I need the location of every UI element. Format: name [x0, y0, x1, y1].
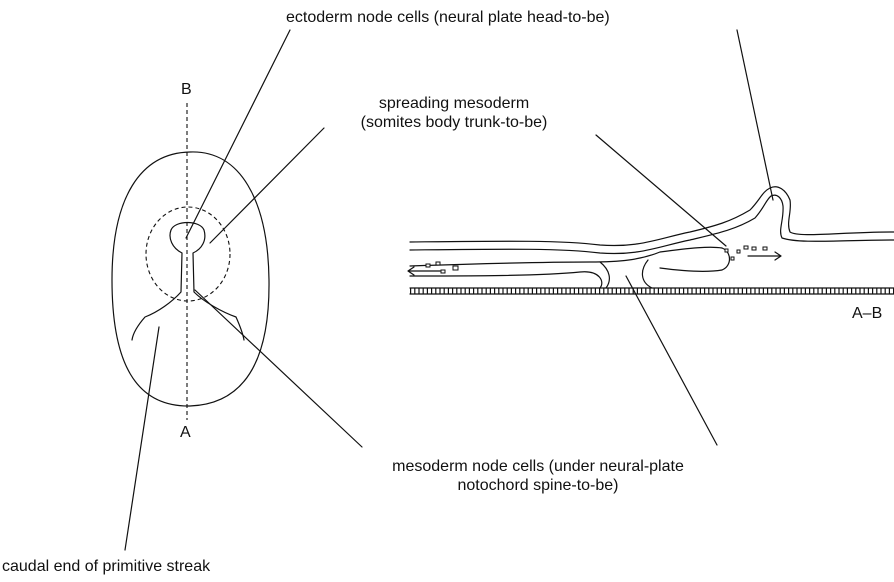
cross-section — [408, 187, 894, 294]
leader-mesoderm-left — [195, 290, 362, 447]
leader-mesoderm-right — [626, 276, 717, 445]
arrow-right — [748, 252, 781, 260]
migrating-cells-left — [408, 262, 458, 275]
label-axis-b: B — [181, 80, 192, 99]
label-mesoderm-line1: mesoderm node cells (under neural-plate — [346, 457, 730, 476]
leader-ectoderm-right — [737, 30, 773, 200]
arrow-left — [408, 267, 440, 275]
leader-caudal — [125, 327, 159, 550]
label-spreading-line2: (somites body trunk-to-be) — [300, 113, 608, 132]
ectoderm-lower-line — [410, 195, 894, 253]
label-caudal-end: caudal end of primitive streak — [2, 557, 210, 576]
label-axis-a: A — [180, 423, 191, 442]
label-mesoderm-line2: notochord spine-to-be) — [346, 476, 730, 495]
migrating-cells-right — [725, 246, 781, 260]
mesoderm-lower-wing — [410, 268, 722, 288]
embryo-outline — [112, 152, 269, 406]
leader-ectoderm-left — [186, 30, 290, 238]
embryo-top-view — [112, 103, 269, 420]
leader-spreading-left — [210, 128, 324, 243]
label-mesoderm-node: mesoderm node cells (under neural-plate … — [346, 457, 730, 495]
ectoderm-upper-line — [410, 187, 894, 246]
primitive-node-streak — [132, 223, 244, 341]
label-spreading-line1: spreading mesoderm — [300, 94, 608, 113]
leader-spreading-right — [596, 135, 726, 246]
label-ectoderm-node: ectoderm node cells (neural plate head-t… — [286, 8, 610, 27]
mesoderm-dashed-region — [146, 207, 230, 301]
label-section-a-b: A–B — [852, 304, 882, 323]
label-spreading-mesoderm: spreading mesoderm (somites body trunk-t… — [300, 94, 608, 132]
